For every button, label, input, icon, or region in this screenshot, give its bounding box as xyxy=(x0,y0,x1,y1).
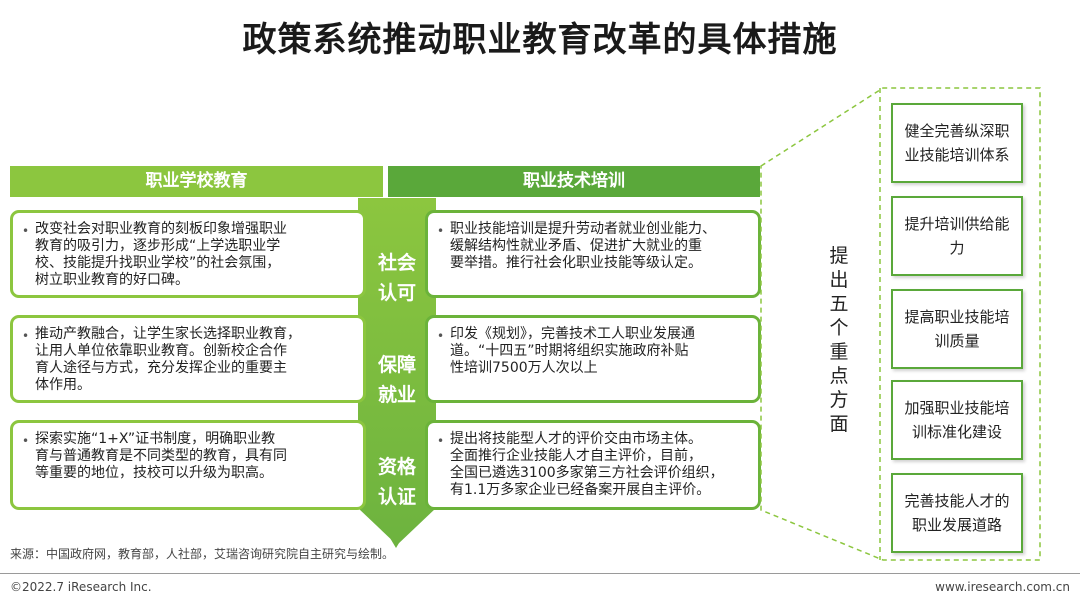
column-header-skills-training: 职业技术培训 xyxy=(388,166,760,197)
left-box-text: 探索实施“1+X”证书制度，明确职业教 育与普通教育是不同类型的教育，具有同 等… xyxy=(35,431,287,481)
key-aspect-item-3: 提高职业技能培 训质量 xyxy=(891,289,1023,369)
left-box-text: 改变社会对职业教育的刻板印象增强职业 教育的吸引力，逐步形成“上学选职业学 校、… xyxy=(35,221,287,288)
central-arrow-body xyxy=(358,198,436,545)
dashed-bracket-outline xyxy=(760,87,1041,561)
left-box-employment: • 推动产教融合，让学生家长选择职业教育， 让用人单位依靠职业教育。创新校企合作… xyxy=(10,315,366,403)
row-label-certification: 资格 认证 xyxy=(377,456,416,508)
bullet-icon: • xyxy=(22,329,30,343)
footer-website: www.iresearch.com.cn xyxy=(935,580,1070,594)
right-box-text: 职业技能培训是提升劳动者就业创业能力、 缓解结构性就业矛盾、促进扩大就业的重 要… xyxy=(450,221,716,271)
right-box-social-recognition: • 职业技能培训是提升劳动者就业创业能力、 缓解结构性就业矛盾、促进扩大就业的重… xyxy=(425,210,761,298)
left-box-social-recognition: • 改变社会对职业教育的刻板印象增强职业 教育的吸引力，逐步形成“上学选职业学 … xyxy=(10,210,366,298)
bullet-icon: • xyxy=(437,329,445,343)
column-header-school-education: 职业学校教育 xyxy=(10,166,383,197)
key-aspect-item-4: 加强职业技能培 训标准化建设 xyxy=(891,380,1023,460)
left-box-certification: • 探索实施“1+X”证书制度，明确职业教 育与普通教育是不同类型的教育，具有同… xyxy=(10,420,366,510)
row-label-employment: 保障 就业 xyxy=(377,354,416,406)
right-box-text: 印发《规划》，完善技术工人职业发展通 道。“十四五”时期将组织实施政府补贴 性培… xyxy=(450,326,695,376)
source-note: 来源：中国政府网，教育部，人社部，艾瑞咨询研究院自主研究与绘制。 xyxy=(10,547,395,561)
key-aspect-item-5: 完善技能人才的 职业发展道路 xyxy=(891,473,1023,553)
right-box-employment: • 印发《规划》，完善技术工人职业发展通 道。“十四五”时期将组织实施政府补贴 … xyxy=(425,315,761,403)
page-title: 政策系统推动职业教育改革的具体措施 xyxy=(242,20,838,60)
bullet-icon: • xyxy=(22,434,30,448)
five-key-aspects-label: 提 出 五 个 重 点 方 面 xyxy=(829,245,849,435)
key-aspect-item-1: 健全完善纵深职 业技能培训体系 xyxy=(891,103,1023,183)
key-aspect-item-2: 提升培训供给能 力 xyxy=(891,196,1023,276)
left-box-text: 推动产教融合，让学生家长选择职业教育， 让用人单位依靠职业教育。创新校企合作 育… xyxy=(35,326,301,393)
right-box-text: 提出将技能型人才的评价交由市场主体。 全面推行企业技能人才自主评价，目前， 全国… xyxy=(450,431,724,498)
footer-divider xyxy=(0,573,1080,574)
row-label-social-recognition: 社会 认可 xyxy=(377,252,416,304)
bullet-icon: • xyxy=(22,224,30,238)
footer-copyright: ©2022.7 iResearch Inc. xyxy=(10,580,152,594)
bullet-icon: • xyxy=(437,224,445,238)
right-box-certification: • 提出将技能型人才的评价交由市场主体。 全面推行企业技能人才自主评价，目前， … xyxy=(425,420,761,510)
bullet-icon: • xyxy=(437,434,445,448)
